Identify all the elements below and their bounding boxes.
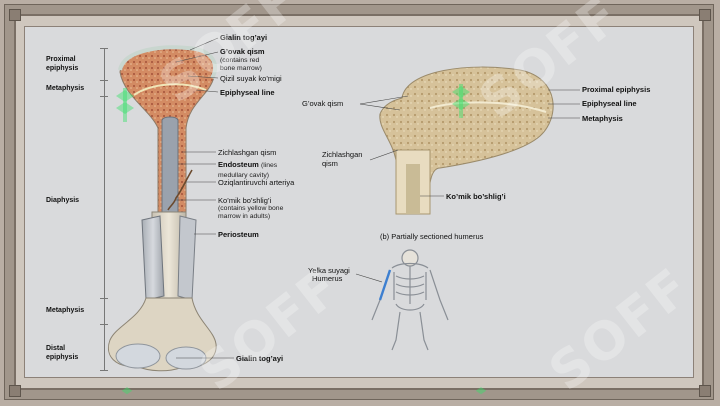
epiphyseal-line-shape xyxy=(133,83,207,96)
label-spongy-bone: G’ovak qism xyxy=(220,47,265,56)
label-metaphysis-top: Metaphysis xyxy=(46,85,85,92)
label-humerus-metaphysis: Metaphysis xyxy=(582,114,623,123)
label-skeleton-line2: Humerus xyxy=(312,274,343,283)
label-medullary-cavity: Ko’mik bo’shlig’i xyxy=(218,196,272,205)
articular-cartilage-bottom-shape xyxy=(115,343,161,369)
label-red-marrow: Qizil suyak ko’migi xyxy=(220,74,282,83)
humerus-leader-lines xyxy=(359,89,580,197)
frame-corner-tr xyxy=(699,9,711,21)
label-skeleton-line1: Yelka suyagi xyxy=(308,266,350,275)
frame-corner-bl xyxy=(9,385,21,397)
label-humerus-compact-bone: Zichlashgan qism xyxy=(322,150,363,168)
humerus-cavity-shape xyxy=(406,164,420,214)
label-epiphyseal-line: Epiphyseal line xyxy=(220,88,275,97)
leader-lines xyxy=(175,37,234,359)
periosteum-right-shape xyxy=(177,215,197,301)
label-distal-epiphysis: Distal epiphysis xyxy=(46,345,79,361)
bracket-tick xyxy=(100,298,108,299)
label-diaphysis: Diaphysis xyxy=(46,197,80,204)
label-medullary-cavity-note: (contains yellow bone marrow in adults) xyxy=(218,205,284,220)
bracket-tick xyxy=(100,80,108,81)
label-endosteum: Endosteum xyxy=(218,160,259,169)
label-periosteum: Periosteum xyxy=(218,230,259,239)
label-endosteum-group: Endosteum (lines medullary cavity) xyxy=(218,160,277,180)
label-articular-cartilage-bottom: Gialin tog’ayi xyxy=(236,354,284,363)
label-metaphysis-bottom: Metaphysis xyxy=(46,307,85,314)
medullary-cavity-shape xyxy=(161,116,179,215)
label-humerus-epiphyseal-line: Epiphyseal line xyxy=(582,99,637,108)
label-humerus-caption: (b) Partially sectioned humerus xyxy=(380,232,484,241)
periosteum-shape xyxy=(141,215,165,301)
label-articular-cartilage-top: Gialin tog’ayi xyxy=(220,33,268,42)
humerus-epiphyseal-line-shape xyxy=(429,101,547,113)
bracket-tick xyxy=(100,48,108,49)
bracket-tick xyxy=(100,324,108,325)
label-humerus-medullary-cavity: Ko’mik bo’shlig’i xyxy=(446,192,506,201)
label-humerus-proximal-epiphysis: Proximal epiphysis xyxy=(582,85,651,94)
region-bracket xyxy=(104,48,105,370)
articular-cartilage-top-shape xyxy=(118,45,217,80)
label-spongy-bone-note: (contains red bone marrow) xyxy=(220,57,262,72)
bracket-tick xyxy=(100,370,108,371)
skeleton-leader-line xyxy=(355,273,383,283)
label-humerus-spongy-bone: G’ovak qism xyxy=(302,99,344,108)
frame-corner-br xyxy=(699,385,711,397)
label-proximal-epiphysis: Proximal epiphysis xyxy=(46,56,79,72)
label-endosteum-note: (lines medullary cavity) xyxy=(218,162,278,179)
label-nutrient-artery: Oziqlantiruvchi arteriya xyxy=(218,178,295,187)
label-compact-bone: Zichlashgan qism xyxy=(218,148,277,157)
skeleton-illustration xyxy=(371,249,449,351)
frame-corner-tl xyxy=(9,9,21,21)
bracket-tick xyxy=(100,96,108,97)
humerus-highlight xyxy=(378,269,392,301)
nutrient-artery-shape xyxy=(167,169,193,211)
